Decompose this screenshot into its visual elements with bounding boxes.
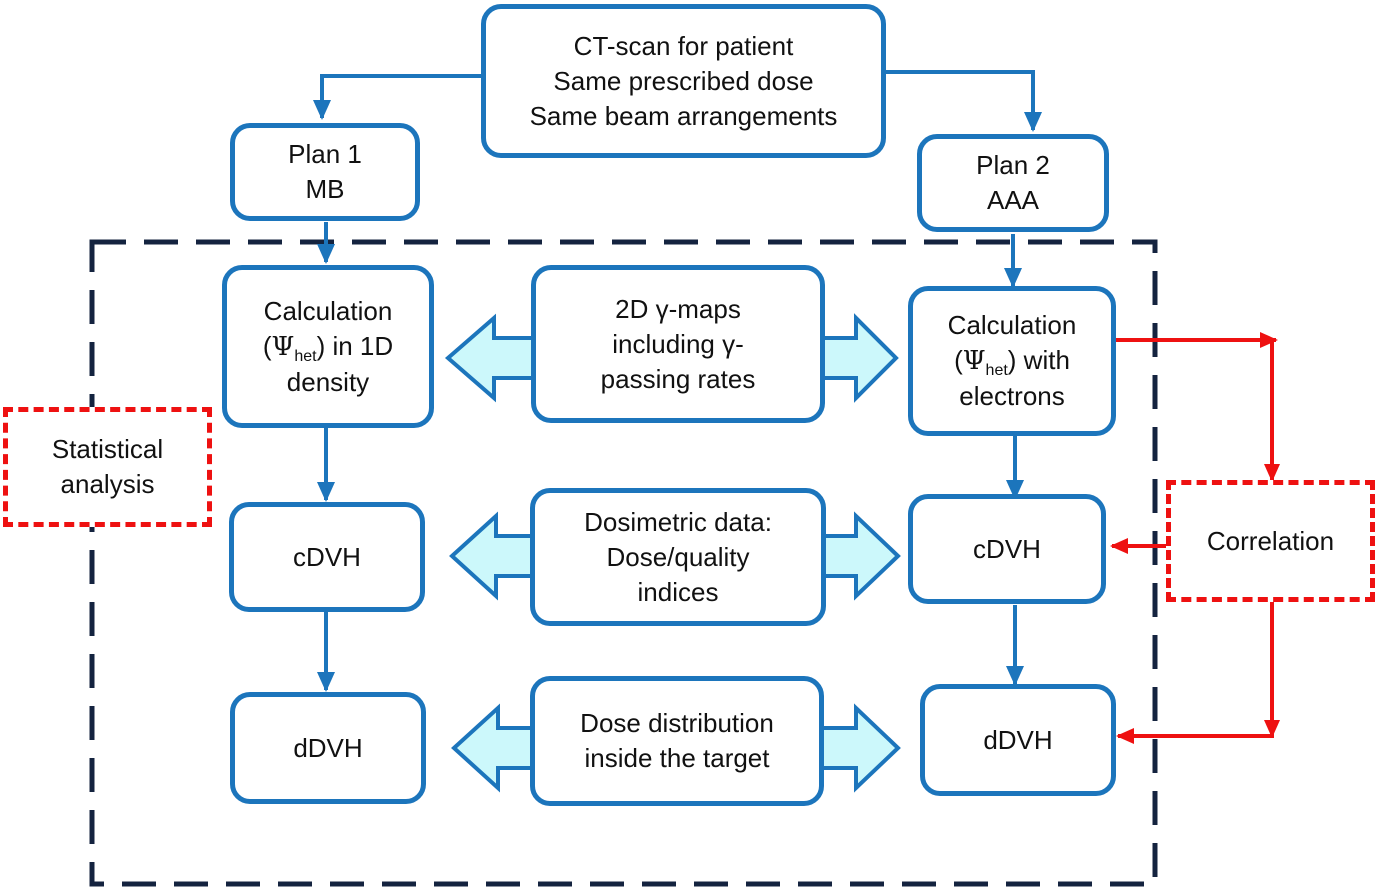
dosimetric-line-2: Dose/quality bbox=[606, 541, 750, 572]
dosimetric-line-1: Dosimetric data: bbox=[584, 506, 772, 537]
dose-distribution-line-1: Dose distribution bbox=[580, 708, 774, 738]
plan1-line-2: MB bbox=[305, 174, 345, 204]
calc1-box: Calculation (Ψhet) in 1D density bbox=[222, 265, 434, 428]
statistical-line-1: Statistical bbox=[51, 434, 164, 464]
psi-symbol: Ψ bbox=[962, 346, 986, 376]
gamma-line-1: 2D γ-maps bbox=[615, 293, 741, 324]
cdvh1-box: cDVH bbox=[229, 502, 425, 612]
gamma-line-2: including γ- bbox=[612, 328, 744, 359]
het-subscript: het bbox=[294, 347, 317, 365]
correlation-label: Correlation bbox=[1206, 525, 1335, 556]
calc1-line-2: (Ψhet) in 1D bbox=[262, 330, 394, 365]
calc2-line-2-suffix: ) with bbox=[1007, 345, 1070, 375]
dose-distribution-box: Dose distribution inside the target bbox=[530, 676, 824, 806]
psi-symbol: Ψ bbox=[271, 331, 295, 362]
calc1-line-1: Calculation bbox=[263, 295, 393, 326]
ddvh1-label: dDVH bbox=[293, 732, 363, 763]
correlation-box: Correlation bbox=[1166, 480, 1375, 602]
statistical-line-2: analysis bbox=[60, 469, 155, 499]
plan2-line-2: AAA bbox=[986, 185, 1040, 215]
ct-scan-line-3: Same beam arrangements bbox=[529, 100, 838, 131]
ddvh1-box: dDVH bbox=[230, 692, 426, 804]
plan2-box: Plan 2 AAA bbox=[917, 134, 1109, 232]
ct-scan-line-2: Same prescribed dose bbox=[553, 65, 814, 96]
cdvh2-label: cDVH bbox=[973, 533, 1041, 564]
dose-distribution-line-2: inside the target bbox=[584, 743, 770, 773]
het-subscript: het bbox=[985, 362, 1008, 380]
plan1-line-1: Plan 1 bbox=[288, 139, 362, 169]
ddvh2-label: dDVH bbox=[983, 724, 1053, 755]
calc1-line-2-suffix: ) in 1D bbox=[316, 330, 394, 361]
calc2-box: Calculation (Ψhet) with electrons bbox=[908, 286, 1116, 436]
cdvh1-label: cDVH bbox=[293, 541, 361, 572]
statistical-analysis-box: Statistical analysis bbox=[3, 407, 212, 527]
red-connector-calc2-to-correlation bbox=[1110, 338, 1280, 482]
plan2-line-1: Plan 2 bbox=[976, 150, 1050, 180]
ct-scan-line-1: CT-scan for patient bbox=[573, 30, 794, 61]
connector-ct-to-plan1 bbox=[313, 74, 482, 120]
cdvh2-box: cDVH bbox=[908, 494, 1106, 604]
gamma-line-3: passing rates bbox=[600, 363, 756, 394]
calc1-line-3: density bbox=[286, 366, 370, 397]
calc2-line-3: electrons bbox=[959, 381, 1065, 411]
ct-scan-box: CT-scan for patient Same prescribed dose… bbox=[481, 4, 886, 158]
gamma-box: 2D γ-maps including γ- passing rates bbox=[531, 265, 825, 423]
dosimetric-box: Dosimetric data: Dose/quality indices bbox=[530, 488, 826, 626]
dosimetric-line-3: indices bbox=[637, 576, 719, 607]
red-connector-correlation-to-ddvh2 bbox=[1116, 602, 1274, 744]
calc2-line-2: (Ψhet) with bbox=[954, 345, 1070, 380]
plan1-box: Plan 1 MB bbox=[230, 123, 420, 221]
calc2-line-1: Calculation bbox=[947, 310, 1077, 340]
ddvh2-box: dDVH bbox=[920, 684, 1116, 796]
connector-ct-to-plan2 bbox=[884, 70, 1042, 132]
analysis-frame bbox=[89, 239, 1158, 887]
